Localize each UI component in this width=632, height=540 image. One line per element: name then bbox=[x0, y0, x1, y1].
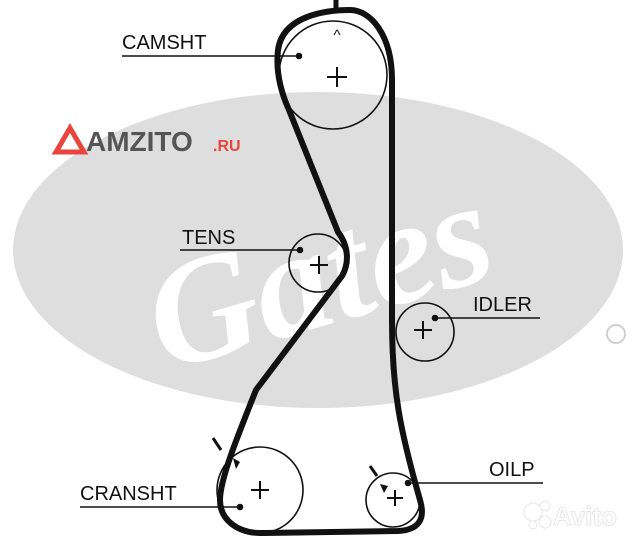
crankshaft-leader bbox=[80, 503, 244, 511]
oil-pump-timing-tick bbox=[368, 465, 379, 477]
camshaft-plus-icon bbox=[327, 67, 347, 87]
pulley-labels: CAMSHT TENS IDLER CRANSHT OILP bbox=[80, 32, 535, 505]
timing-belt bbox=[217, 7, 425, 537]
camshaft-timing-mark: ^ bbox=[333, 27, 340, 44]
camshaft-label: CAMSHT bbox=[122, 32, 206, 54]
plus-icons bbox=[251, 67, 432, 506]
amzito-text: AMZITO bbox=[86, 126, 193, 157]
oil-pump-label: OILP bbox=[489, 459, 535, 481]
crankshaft-plus-icon bbox=[251, 481, 269, 499]
tensioner-plus-icon bbox=[310, 256, 328, 274]
gates-watermark: Gates bbox=[13, 92, 626, 408]
crankshaft-timing-arrow-icon bbox=[233, 458, 240, 469]
amzito-triangle-icon bbox=[51, 123, 89, 155]
idler-leader bbox=[431, 314, 540, 322]
tensioner-label: TENS bbox=[182, 227, 235, 249]
avito-watermark: Avito bbox=[523, 500, 618, 532]
oil-pump-plus-icon bbox=[387, 490, 403, 506]
amzito-watermark: AMZITO .RU bbox=[51, 123, 241, 157]
leader-lines bbox=[80, 52, 543, 511]
timing-marks: ^ bbox=[211, 27, 388, 493]
avito-dots-icon bbox=[523, 500, 552, 530]
crankshaft-label: CRANSHT bbox=[80, 483, 177, 505]
camshaft-leader bbox=[122, 52, 303, 60]
crankshaft-timing-tick bbox=[211, 437, 223, 451]
gates-logo-ellipse bbox=[13, 92, 623, 408]
amzito-domain-text: .RU bbox=[213, 138, 241, 155]
idler-label: IDLER bbox=[473, 294, 532, 316]
idler-pulley bbox=[395, 302, 455, 362]
idler-plus-icon bbox=[414, 321, 432, 339]
oil-pump-leader bbox=[404, 479, 543, 487]
tensioner-leader bbox=[180, 246, 304, 254]
oil-pump-timing-arrow-icon bbox=[380, 484, 388, 493]
registered-mark-icon bbox=[606, 324, 626, 344]
avito-text: Avito bbox=[553, 501, 617, 531]
